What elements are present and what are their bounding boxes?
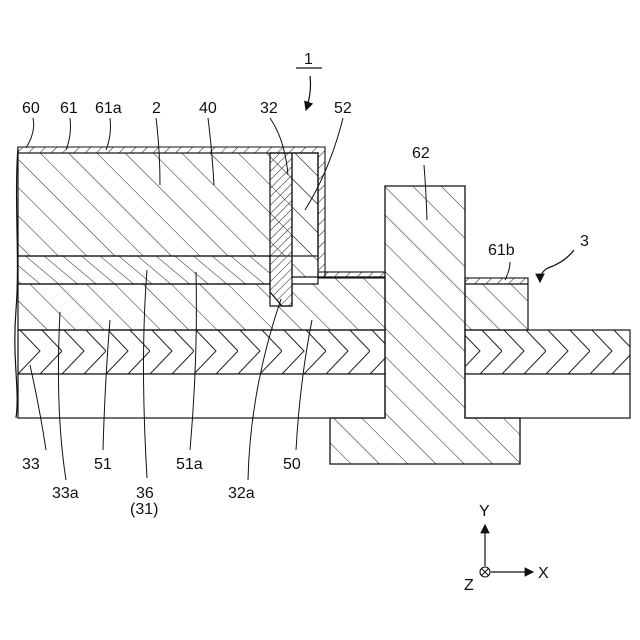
label-31: (31) [130,501,158,518]
label-32: 32 [260,100,278,117]
via-32 [270,153,292,306]
layer-36 [18,256,270,284]
axis-z-label: Z [464,577,474,594]
label-62: 62 [412,145,430,162]
label-1: 1 [304,51,313,68]
label-32a: 32a [228,485,255,502]
label-50: 50 [283,456,301,473]
label-51: 51 [94,456,112,473]
label-61a: 61a [95,100,122,117]
label-3: 3 [580,233,589,250]
label-2: 2 [152,100,161,117]
arrow-3 [540,250,574,282]
arrow-1 [296,68,322,110]
label-61b: 61b [488,242,515,259]
label-61: 61 [60,100,78,117]
label-40: 40 [199,100,217,117]
axis-x-label: X [538,565,549,582]
coordinate-axes: Y X Z [464,503,549,594]
label-60: 60 [22,100,40,117]
label-51a: 51a [176,456,203,473]
conductor-52 [292,153,318,277]
label-36: 36 [136,485,154,502]
layer-33 [18,330,630,418]
label-52: 52 [334,100,352,117]
label-33a: 33a [52,485,79,502]
label-33: 33 [22,456,40,473]
axis-y-label: Y [479,503,490,520]
